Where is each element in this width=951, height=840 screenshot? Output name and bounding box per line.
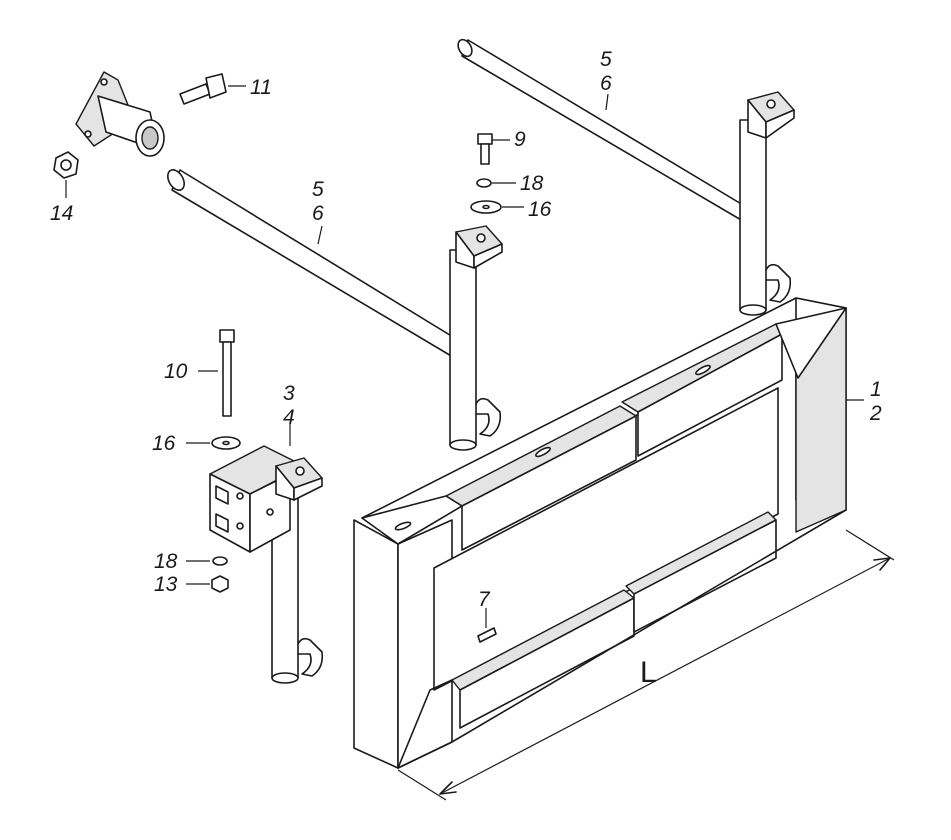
washer-16-lower — [211, 436, 241, 450]
callout-1: 1 — [870, 378, 882, 401]
frame — [353, 297, 847, 769]
callout-3: 3 — [283, 382, 295, 405]
nut-14 — [53, 151, 79, 179]
rear-upright-left — [167, 169, 503, 451]
bolt-10 — [219, 329, 235, 417]
callout-2: 2 — [869, 402, 882, 425]
callout-4: 4 — [283, 406, 295, 429]
callout-18-upper: 18 — [520, 172, 544, 195]
lock-washer-18-upper — [476, 178, 492, 188]
callout-16-lower: 16 — [152, 432, 176, 455]
callout-7: 7 — [478, 588, 491, 611]
callout-9: 9 — [514, 128, 526, 151]
leader-lines — [65, 85, 864, 628]
callout-14: 14 — [50, 202, 73, 225]
lock-washer-18-lower — [212, 556, 228, 566]
bolt-9 — [477, 133, 493, 165]
front-upright — [209, 445, 324, 684]
socket-bracket — [75, 71, 165, 157]
dimension-line — [397, 529, 895, 801]
callout-10: 10 — [164, 360, 188, 383]
callout-6-mid: 6 — [312, 202, 324, 225]
callout-16-upper: 16 — [528, 198, 552, 221]
nut-13 — [211, 575, 229, 593]
rear-upright-right — [457, 38, 795, 316]
dimension-label-L: L — [640, 656, 657, 689]
callout-6-rear: 6 — [600, 72, 612, 95]
callout-11: 11 — [250, 76, 272, 99]
callout-18-lower: 18 — [154, 550, 178, 573]
bolt-11 — [179, 73, 227, 105]
callout-5-rear: 5 — [600, 48, 612, 71]
callout-5-mid: 5 — [312, 178, 324, 201]
washer-16-upper — [470, 200, 502, 214]
callout-13: 13 — [154, 573, 178, 596]
